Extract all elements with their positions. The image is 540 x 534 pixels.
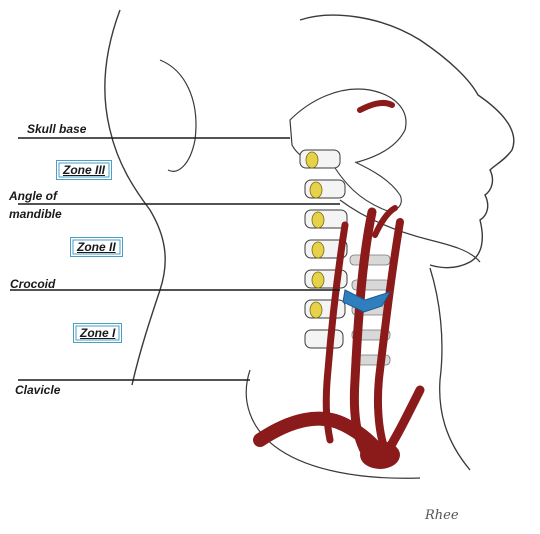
artist-signature: Rhee	[425, 508, 459, 523]
zone-one-box: Zone I	[73, 323, 122, 343]
angle-of-mandible-label-line2: mandible	[9, 207, 62, 221]
zone-three-box: Zone III	[56, 160, 112, 180]
clavicle-label: Clavicle	[15, 383, 60, 397]
aortic-arch	[360, 441, 400, 469]
skull-base-label: Skull base	[27, 122, 86, 136]
ear-outline	[160, 60, 196, 171]
angle-of-mandible-label-line1: Angle of	[9, 189, 57, 203]
cricoid-label: Crocoid	[10, 277, 55, 291]
zone-two-box: Zone II	[70, 237, 123, 257]
neck-front-outline	[430, 268, 470, 470]
